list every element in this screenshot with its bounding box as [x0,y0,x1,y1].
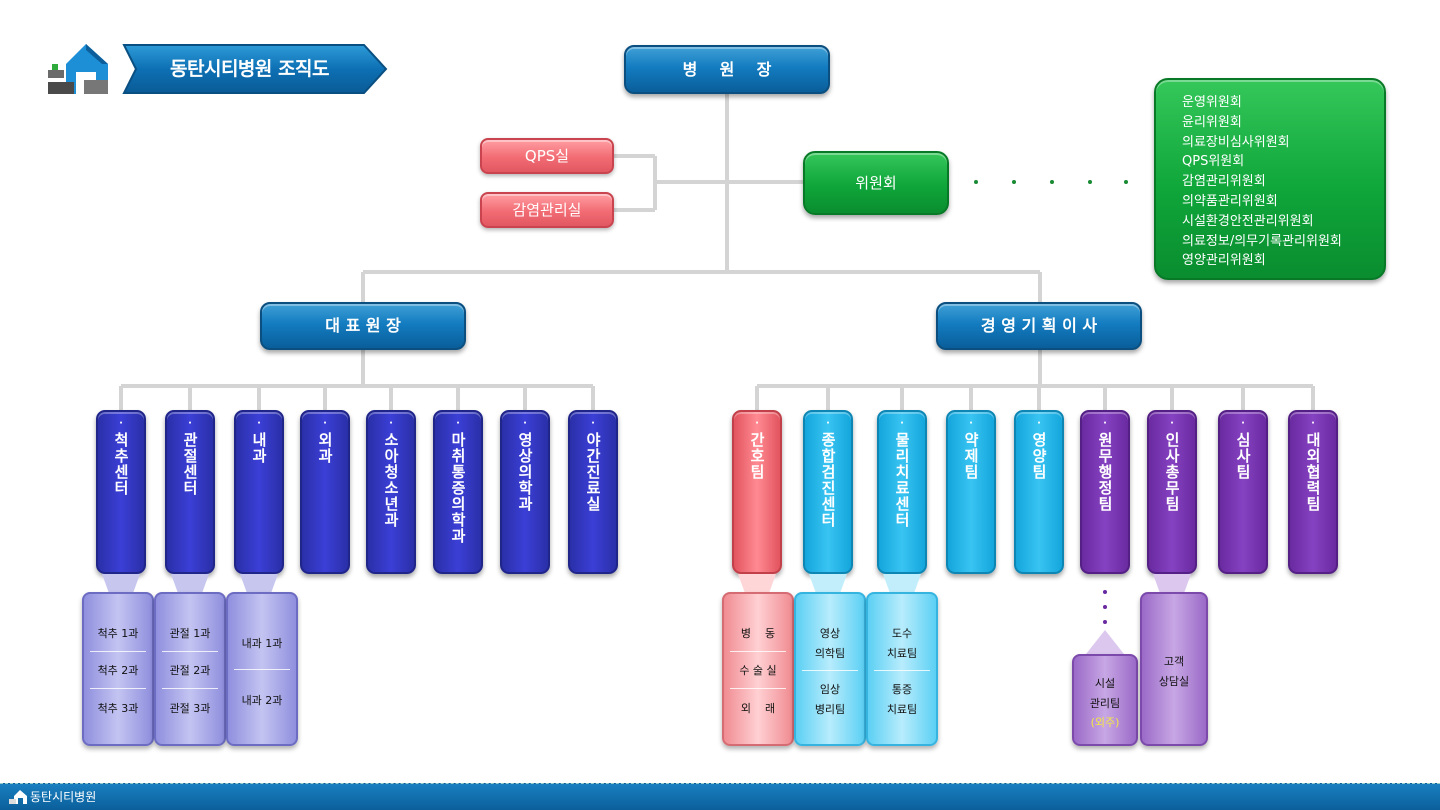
hospital-logo-icon [48,44,108,94]
divider [162,651,218,652]
director-box: 병 원 장 [624,45,830,94]
planning-director-box: 경 영 기 획 이 사 [936,302,1142,350]
subunit-item: 임상 [819,683,841,696]
committee-list: 운영위원회 윤리위원회 의료장비심사위원회 QPS위원회 감염관리위원회 의약품… [1154,78,1386,280]
funnel-connector [809,574,847,596]
divider [234,669,290,670]
subunit-internal: 내과 1과 내과 2과 [226,592,298,746]
dept-pediatrics: ·소아청소년과 [366,410,416,574]
funnel-connector [738,574,776,596]
subunit-checkup: 영상 의학팀 임상 병리팀 [794,592,866,746]
subunit-item: 관절 2과 [169,664,211,677]
qps-office-box: QPS실 [480,138,614,174]
subunit-item: 상담실 [1158,675,1190,688]
subunit-counsel: 고객 상담실 [1140,592,1208,746]
subunit-item: 내과 2과 [241,694,283,707]
dot-connector [1103,590,1107,594]
ceo-box: 대 표 원 장 [260,302,466,350]
divider [730,688,786,689]
funnel-connector [240,574,278,596]
subunit-item: 병리팀 [814,703,846,716]
divider [802,670,858,671]
subunit-item: 통증 [891,683,913,696]
divider [162,688,218,689]
subunit-item: 의학팀 [814,647,846,660]
dept-health-checkup: ·종합검진센터 [803,410,853,574]
subunit-item: 외 래 [740,702,776,715]
committee-item: 운영위원회 [1182,95,1242,110]
subunit-item: 수 술 실 [739,664,777,677]
dot-connector [974,180,978,184]
dot-connector [1103,620,1107,624]
divider [730,651,786,652]
dept-physical-therapy: ·물리치료센터 [877,410,927,574]
dot-connector [1124,180,1128,184]
dept-external-relations: ·대외협력팀 [1288,410,1338,574]
subunit-item: 관절 1과 [169,627,211,640]
subunit-item: 영상 [819,627,841,640]
subunit-item: 내과 1과 [241,637,283,650]
subunit-item: 도수 [891,627,913,640]
committee-item: 영양관리위원회 [1182,253,1266,269]
subunit-item: 치료팀 [886,647,918,660]
page-title: 동탄시티병원 조직도 [170,58,329,80]
funnel-connector [171,574,209,596]
divider [90,651,146,652]
subunit-physio: 도수 치료팀 통증 치료팀 [866,592,938,746]
dept-spine-center: ·척추센터 [96,410,146,574]
subunit-item: 관절 3과 [169,702,211,715]
funnel-connector [102,574,140,596]
subunit-item: 척추 2과 [97,664,139,677]
infection-control-box: 감염관리실 [480,192,614,228]
footer-bar [0,783,1440,810]
funnel-connector [1086,630,1124,654]
committee-item: QPS위원회 [1182,154,1245,170]
dot-connector [1103,605,1107,609]
committee-item: 시설환경안전관리위원회 [1182,213,1314,229]
subunit-item-outsourced: (외주) [1090,716,1120,729]
divider [90,688,146,689]
subunit-facility: 시설 관리팀 (외주) [1072,654,1138,746]
divider [874,670,930,671]
subunit-item: 병 동 [740,627,776,640]
dept-administration: ·원무행정팀 [1080,410,1130,574]
committee-item: 윤리위원회 [1182,114,1242,130]
subunit-nursing: 병 동 수 술 실 외 래 [722,592,794,746]
dept-joint-center: ·관절센터 [165,410,215,574]
subunit-spine: 척추 1과 척추 2과 척추 3과 [82,592,154,746]
footer-logo-icon [9,790,27,804]
title-banner [122,44,388,94]
dept-night-clinic: ·야간진료실 [568,410,618,574]
dept-nursing: ·간호팀 [732,410,782,574]
subunit-item: 시설 [1094,677,1116,690]
funnel-connector [1153,574,1191,596]
funnel-connector [883,574,921,596]
committee-item: 의료정보/의무기록관리위원회 [1182,233,1342,249]
subunit-item: 관리팀 [1089,697,1121,710]
committee-item: 감염관리위원회 [1182,174,1266,190]
dot-connector [1088,180,1092,184]
dot-connector [1050,180,1054,184]
subunit-joint: 관절 1과 관절 2과 관절 3과 [154,592,226,746]
subunit-item: 척추 3과 [97,702,139,715]
dot-connector [1012,180,1016,184]
dept-nutrition: ·영양팀 [1014,410,1064,574]
committee-box: 위원회 [803,151,949,215]
dept-surgery: ·외과 [300,410,350,574]
dept-hr-general: ·인사총무팀 [1147,410,1197,574]
committee-item: 의료장비심사위원회 [1182,134,1290,150]
dept-anesthesiology: ·마취통증의학과 [433,410,483,574]
subunit-item: 고객 [1163,655,1185,668]
dept-pharmacy: ·약제팀 [946,410,996,574]
subunit-item: 치료팀 [886,703,918,716]
committee-item: 의약품관리위원회 [1182,193,1278,209]
dept-review: ·심사팀 [1218,410,1268,574]
dept-radiology: ·영상의학과 [500,410,550,574]
footer-hospital-name: 동탄시티병원 [30,790,97,804]
subunit-item: 척추 1과 [97,627,139,640]
dept-internal-medicine: ·내과 [234,410,284,574]
